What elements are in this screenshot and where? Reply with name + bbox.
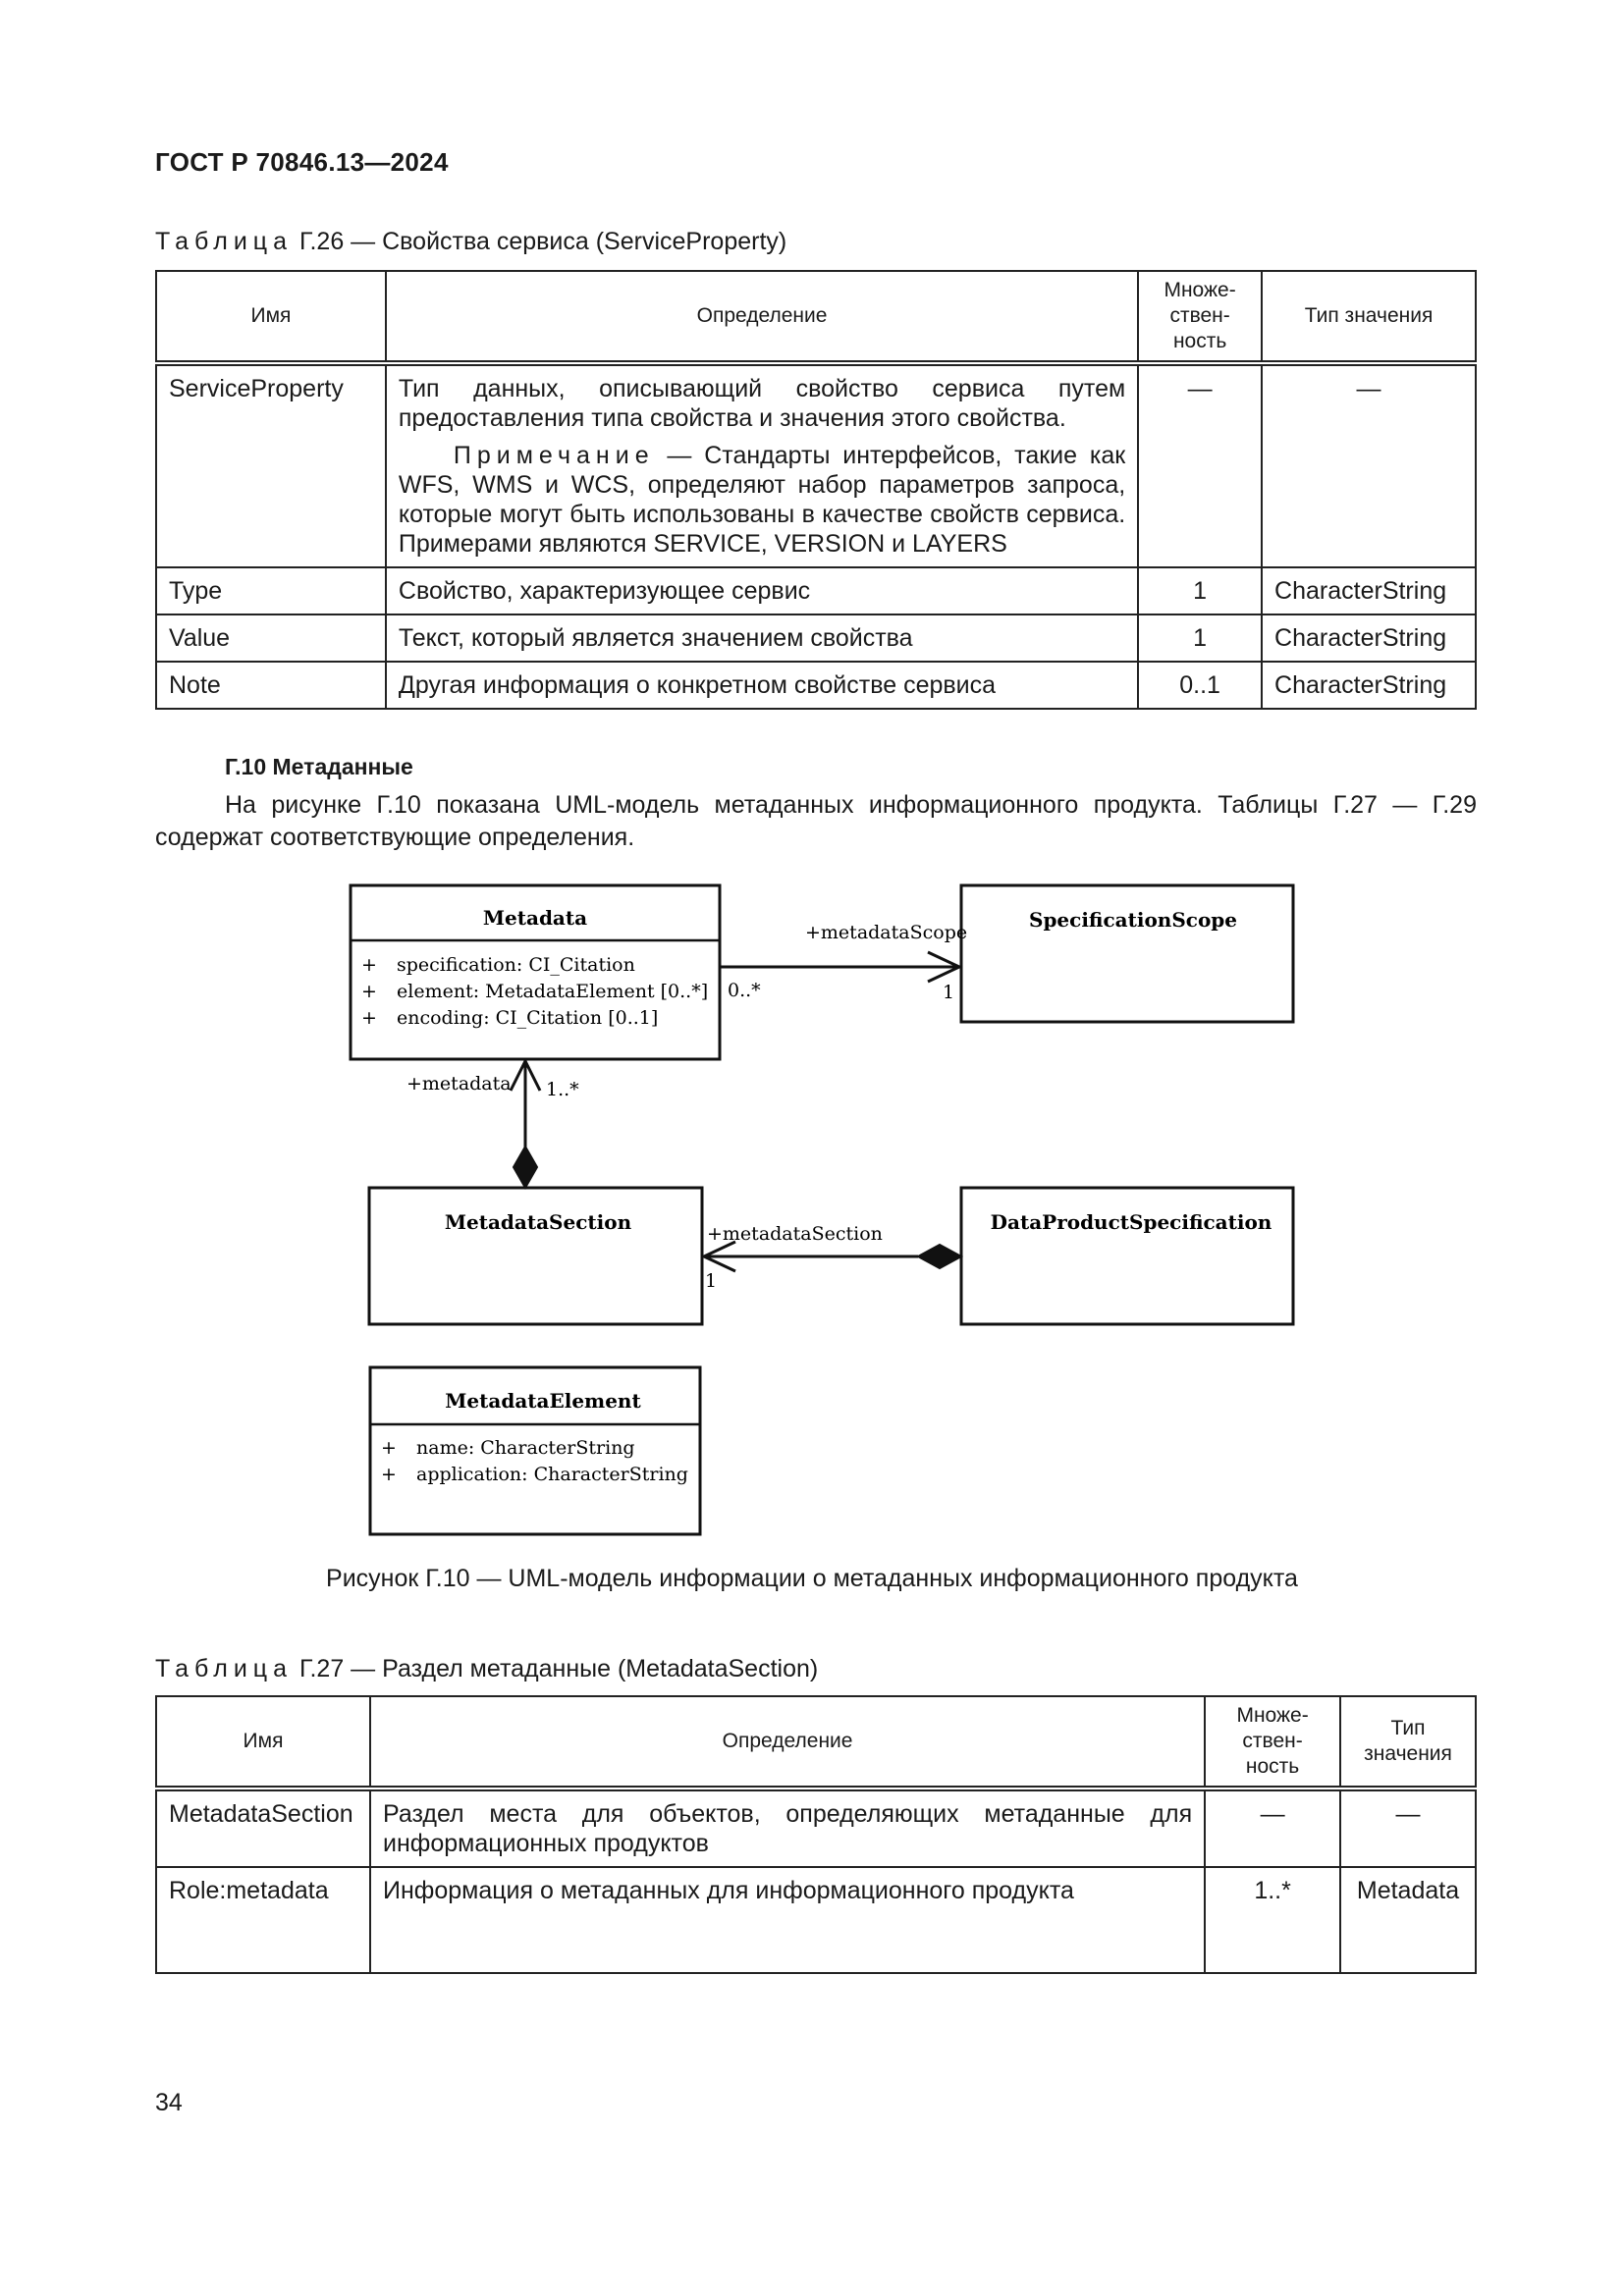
class-metadata-element: MetadataElement + name: CharacterString … <box>368 1365 702 1536</box>
table-row: Value Текст, который является значением … <box>155 614 1477 663</box>
association-section-metadata: +metadata 1..* <box>406 1057 579 1191</box>
table27-row-1-definition: Информация о метаданных для информационн… <box>368 1866 1207 1974</box>
attr-encoding: encoding: CI_Citation [0..1] <box>397 1007 658 1029</box>
table26-row-2-definition: Текст, который является значением свойст… <box>384 614 1140 663</box>
table27-caption-prefix: Таблица <box>155 1655 294 1682</box>
mult-1: 1 <box>943 982 954 1003</box>
table27-row-0-multiplicity: — <box>1204 1788 1342 1868</box>
table26-caption: Таблица Г.26 — Свойства сервиса (Service… <box>155 228 786 256</box>
table27-head-name: Имя <box>155 1695 371 1791</box>
table27-head-multiplicity: Множе-ствен-ность <box>1204 1695 1342 1791</box>
open-arrow-icon <box>927 950 963 984</box>
table26-row-2-name: Value <box>155 614 387 663</box>
table26: Имя Определение Множе-ствен-ность Тип зн… <box>155 270 1477 710</box>
table-row: MetadataSection Раздел места для объекто… <box>155 1788 1477 1868</box>
composition-diamond-icon <box>512 1144 539 1191</box>
table27-row-1-type: Metadata <box>1339 1866 1477 1974</box>
role-metadata-scope: +metadataScope <box>805 922 967 943</box>
table26-head-name: Имя <box>155 270 387 366</box>
composition-diamond-icon <box>915 1243 964 1270</box>
table27-head-definition: Определение <box>368 1695 1207 1791</box>
mult-0-many: 0..* <box>728 980 761 1001</box>
table26-row-0-type: — <box>1261 362 1477 568</box>
table26-row-1-name: Type <box>155 566 387 615</box>
attr-plus: + <box>361 981 377 1002</box>
table26-row-0-name: ServiceProperty <box>155 362 387 568</box>
table27-row-1-name: Role:metadata <box>155 1866 371 1974</box>
attr-application: application: CharacterString <box>416 1464 688 1485</box>
table26-row-0-definition: Тип данных, описывающий свойство сервиса… <box>384 362 1140 568</box>
class-specification-scope-name: SpecificationScope <box>1029 908 1237 932</box>
class-metadata-section-name: MetadataSection <box>445 1210 632 1234</box>
attr-element: element: MetadataElement [0..*] <box>397 981 708 1002</box>
class-metadata-element-name: MetadataElement <box>445 1389 641 1413</box>
table26-row-3-multiplicity: 0..1 <box>1137 661 1264 710</box>
document-id: ГОСТ Р 70846.13—2024 <box>155 147 449 177</box>
table-row: Role:metadata Информация о метаданных дл… <box>155 1866 1477 1974</box>
table26-row-2-multiplicity: 1 <box>1137 614 1264 663</box>
class-dps-name: DataProductSpecification <box>991 1210 1272 1234</box>
table-row: Note Другая информация о конкретном свой… <box>155 661 1477 710</box>
class-data-product-specification: DataProductSpecification <box>959 1186 1295 1326</box>
class-specification-scope: SpecificationScope <box>959 883 1295 1024</box>
table26-row-3-definition: Другая информация о конкретном свойстве … <box>384 661 1140 710</box>
attr-plus: + <box>361 1007 377 1029</box>
mult-1: 1 <box>705 1270 717 1292</box>
association-metadata-scope: +metadataScope 0..* 1 <box>720 922 967 1003</box>
table26-head-type: Тип значения <box>1261 270 1477 366</box>
table26-row-0-note: Примечание — Стандарты интерфейсов, таки… <box>399 441 1125 559</box>
class-metadata-section: MetadataSection <box>367 1186 704 1326</box>
table27-caption-text: Г.27 — Раздел метаданные (MetadataSectio… <box>293 1655 819 1682</box>
table26-head-multiplicity: Множе-ствен-ность <box>1137 270 1264 366</box>
table27-row-0-definition: Раздел места для объектов, определяющих … <box>368 1788 1207 1868</box>
table26-row-1-multiplicity: 1 <box>1137 566 1264 615</box>
mult-1-many: 1..* <box>546 1079 579 1100</box>
table26-row-0-definition-text: Тип данных, описывающий свойство сервиса… <box>398 375 1126 432</box>
attr-name: name: CharacterString <box>416 1437 635 1459</box>
role-metadata-section: +metadataSection <box>707 1223 883 1245</box>
table26-row-3-type: CharacterString <box>1261 661 1477 710</box>
attr-plus: + <box>381 1437 397 1459</box>
table27-row-1-multiplicity: 1..* <box>1204 1866 1342 1974</box>
table26-row-2-type: CharacterString <box>1261 614 1477 663</box>
table26-caption-prefix: Таблица <box>155 228 294 255</box>
page-number: 34 <box>155 2089 183 2116</box>
attr-plus: + <box>361 954 377 976</box>
table-row: Type Свойство, характеризующее сервис 1 … <box>155 566 1477 615</box>
association-dps-section: +metadataSection 1 <box>700 1223 964 1292</box>
class-metadata: Metadata + specification: CI_Citation + … <box>349 883 722 1061</box>
table26-row-1-definition: Свойство, характеризующее сервис <box>384 566 1140 615</box>
table26-caption-text: Г.26 — Свойства сервиса (ServiceProperty… <box>293 228 787 255</box>
class-metadata-name: Metadata <box>483 906 587 930</box>
table-row: ServiceProperty Тип данных, описывающий … <box>155 362 1477 568</box>
section-title: Г.10 Метаданные <box>225 754 413 779</box>
table26-head-definition: Определение <box>384 270 1140 366</box>
table26-row-0-multiplicity: — <box>1137 362 1264 568</box>
section-paragraph: На рисунке Г.10 показана UML-модель мета… <box>155 791 1477 851</box>
table27-caption: Таблица Г.27 — Раздел метаданные (Metada… <box>155 1655 818 1683</box>
open-arrow-icon <box>509 1057 542 1092</box>
attr-specification: specification: CI_Citation <box>397 954 635 976</box>
table27-row-0-type: — <box>1339 1788 1477 1868</box>
figure-caption: Рисунок Г.10 — UML-модель информации о м… <box>326 1565 1298 1592</box>
role-metadata: +metadata <box>406 1073 512 1095</box>
table27-row-0-name: MetadataSection <box>155 1788 371 1868</box>
table26-row-3-name: Note <box>155 661 387 710</box>
note-label: Примечание <box>453 442 655 469</box>
note-text: — Стандарты интерфейсов, такие как WFS, … <box>398 442 1126 558</box>
open-arrow-icon <box>700 1240 736 1273</box>
table26-row-1-type: CharacterString <box>1261 566 1477 615</box>
attr-plus: + <box>381 1464 397 1485</box>
table26-header-row: Имя Определение Множе-ствен-ность Тип зн… <box>155 270 1477 366</box>
